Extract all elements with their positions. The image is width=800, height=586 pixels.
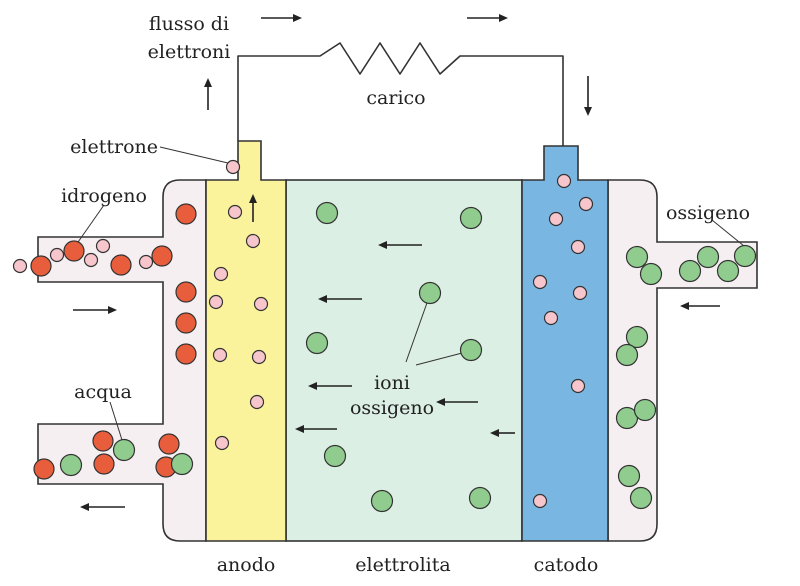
- flow-arrows: [73, 14, 720, 511]
- electron-particle: [253, 296, 269, 312]
- oxygen-particle: [468, 486, 492, 510]
- electron-particle: [49, 247, 65, 263]
- oxygen-particle: [615, 343, 639, 367]
- oxygen-particle: [370, 489, 394, 513]
- arrow-icon: [467, 14, 508, 22]
- oxygen-particle: [305, 331, 329, 355]
- arrow-icon: [318, 295, 362, 303]
- hydrogen-particle: [33, 458, 55, 480]
- electron-particle: [138, 254, 154, 270]
- arrow-icon: [490, 429, 515, 437]
- hydrogen-particle: [158, 433, 180, 455]
- electron-particle: [214, 435, 230, 451]
- oxygen-particle: [315, 201, 339, 225]
- oxygen-particle: [639, 262, 663, 286]
- electron-particle: [548, 211, 564, 227]
- hydrogen-particle: [175, 203, 197, 225]
- hydrogen-particle: [92, 430, 114, 452]
- leader-elettrone: [159, 146, 229, 164]
- oxygen-particle: [629, 486, 653, 510]
- electron-particle: [556, 173, 572, 189]
- electron-particle: [12, 258, 28, 274]
- hydrogen-particle: [110, 254, 132, 276]
- oxygen-particle: [170, 452, 194, 476]
- oxygen-particle: [696, 245, 720, 269]
- oxygen-particle: [733, 244, 757, 268]
- electron-particle: [570, 239, 586, 255]
- label-carico: carico: [366, 87, 425, 109]
- arrow-icon: [680, 302, 720, 310]
- leader-idrogeno: [75, 204, 105, 246]
- arrow-icon: [295, 425, 337, 433]
- leader-ioni-2: [415, 351, 467, 366]
- cathode-electrode: [521, 145, 609, 542]
- anode-electrode: [205, 140, 287, 542]
- electron-particle: [213, 266, 229, 282]
- label-elettrone: elettrone: [70, 136, 158, 158]
- electron-particle: [83, 252, 99, 268]
- electron-particle: [570, 378, 586, 394]
- oxygen-particle: [323, 444, 347, 468]
- arrow-icon: [80, 503, 125, 511]
- oxygen-particle: [617, 464, 641, 488]
- arrow-icon: [249, 194, 257, 222]
- electron-particle: [249, 394, 265, 410]
- arrow-icon: [584, 76, 592, 116]
- label-catodo: catodo: [534, 554, 599, 576]
- oxygen-particle: [59, 453, 83, 477]
- hydrogen-particle: [175, 281, 197, 303]
- oxygen-particle: [716, 259, 740, 283]
- label-elettrolita: elettrolita: [355, 554, 450, 576]
- label-flusso-line1: flusso di: [149, 13, 229, 35]
- label-acqua: acqua: [74, 381, 132, 403]
- oxygen-particle: [625, 325, 649, 349]
- label-flusso-line2: elettroni: [148, 41, 231, 63]
- arrow-icon: [436, 398, 478, 406]
- leader-ossigeno: [711, 219, 745, 247]
- label-ioni-line2: ossigeno: [350, 397, 434, 419]
- leader-ioni-1: [405, 299, 429, 363]
- hydrogen-particle: [93, 453, 115, 475]
- electron-particle: [245, 233, 261, 249]
- electron-particle: [208, 294, 224, 310]
- label-idrogeno: idrogeno: [61, 185, 147, 207]
- electron-particle: [225, 159, 241, 175]
- electron-particle: [532, 274, 548, 290]
- external-circuit-wire: [237, 42, 564, 146]
- arrow-icon: [378, 241, 422, 249]
- electron-particle: [212, 347, 228, 363]
- label-anodo: anodo: [217, 554, 276, 576]
- oxygen-particle: [418, 281, 442, 305]
- hydrogen-particle: [63, 240, 85, 262]
- oxygen-particle: [678, 259, 702, 283]
- hydrogen-particle: [175, 312, 197, 334]
- electrolyte-layer: [285, 179, 523, 542]
- electron-particle: [572, 285, 588, 301]
- oxygen-particle: [625, 245, 649, 269]
- oxygen-particle: [633, 398, 657, 422]
- oxygen-particle: [112, 438, 136, 462]
- electron-particle: [227, 204, 243, 220]
- oxygen-particle: [459, 338, 483, 362]
- arrow-icon: [204, 78, 212, 110]
- label-ioni-line1: ioni: [374, 372, 410, 394]
- oxygen-particle: [459, 206, 483, 230]
- electron-particle: [95, 238, 111, 254]
- electron-particle: [251, 349, 267, 365]
- arrow-icon: [73, 306, 117, 314]
- leader-acqua: [109, 401, 123, 441]
- hydrogen-particle: [151, 245, 173, 267]
- electron-particle: [578, 196, 594, 212]
- arrow-icon: [261, 14, 302, 22]
- electron-particle: [543, 310, 559, 326]
- electron-particle: [532, 493, 548, 509]
- arrow-icon: [308, 382, 352, 390]
- particles: [12, 159, 757, 513]
- hydrogen-particle: [175, 343, 197, 365]
- label-ossigeno: ossigeno: [666, 202, 750, 224]
- hydrogen-particle: [30, 255, 52, 277]
